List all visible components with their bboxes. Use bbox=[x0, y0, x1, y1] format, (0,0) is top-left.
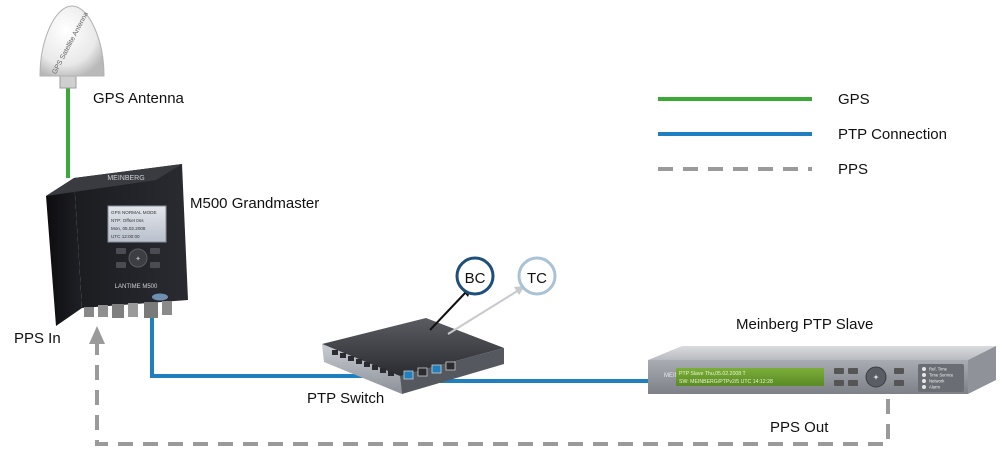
switch-ports bbox=[332, 350, 456, 380]
legend-pps-label: PPS bbox=[838, 161, 868, 178]
legend-gps-label: GPS bbox=[838, 91, 870, 108]
bc-link-arrow bbox=[429, 291, 467, 331]
grandmaster-connectors bbox=[84, 301, 172, 318]
bc-node: BC bbox=[455, 256, 495, 296]
legend: GPS PTP Connection PPS bbox=[658, 91, 947, 178]
svg-text:✦: ✦ bbox=[873, 373, 880, 382]
slave-keypad: ✦ bbox=[834, 366, 904, 388]
slave-lcd-text: PTP Slave Thu,05.02.2008 T SW: MEINBERG/… bbox=[679, 371, 773, 385]
grandmaster-keypad: ✦ bbox=[116, 248, 160, 268]
slave-status-leds: Ref. Time Time Service Network Alarm bbox=[922, 367, 954, 390]
ptp-cable-grandmaster-switch bbox=[150, 318, 440, 378]
tc-link-arrow bbox=[447, 289, 520, 335]
pps-out-label: PPS Out bbox=[770, 419, 829, 436]
gps-antenna: GPS Satellite Antenna bbox=[39, 5, 105, 89]
legend-ptp-label: PTP Connection bbox=[838, 126, 947, 143]
gps-antenna-label: GPS Antenna bbox=[93, 90, 185, 107]
ptp-switch-device bbox=[322, 318, 504, 394]
tc-label: TC bbox=[527, 270, 547, 287]
pps-in-label: PPS In bbox=[14, 330, 61, 347]
svg-text:✦: ✦ bbox=[135, 255, 141, 263]
slave-lcd bbox=[676, 368, 824, 386]
grandmaster-model: LANTIME M500 bbox=[115, 284, 158, 290]
pps-cable bbox=[95, 340, 890, 446]
grandmaster-label: M500 Grandmaster bbox=[190, 195, 319, 212]
ptp-slave-label: Meinberg PTP Slave bbox=[736, 316, 873, 333]
ptp-slave-device: MEINBERG PTP Slave Thu,05.02.2008 T SW: … bbox=[648, 346, 996, 394]
svg-text:Ref. Time Time Service: Ref. Time Time Service Network Alarm bbox=[929, 367, 954, 390]
grandmaster-lcd-text: GPS NORMAL MODE NTP: Offset 0ns Mon, 05.… bbox=[111, 210, 158, 239]
grandmaster-lcd bbox=[107, 205, 167, 243]
tc-node: TC bbox=[517, 256, 557, 296]
pps-in-arrowhead bbox=[89, 326, 105, 344]
ptp-switch-label: PTP Switch bbox=[307, 390, 384, 407]
m500-grandmaster-device: MEINBERG GPS NORMAL MODE NTP: Offset 0ns… bbox=[46, 164, 188, 326]
grandmaster-brand: MEINBERG bbox=[107, 175, 144, 182]
bc-label: BC bbox=[465, 270, 486, 287]
